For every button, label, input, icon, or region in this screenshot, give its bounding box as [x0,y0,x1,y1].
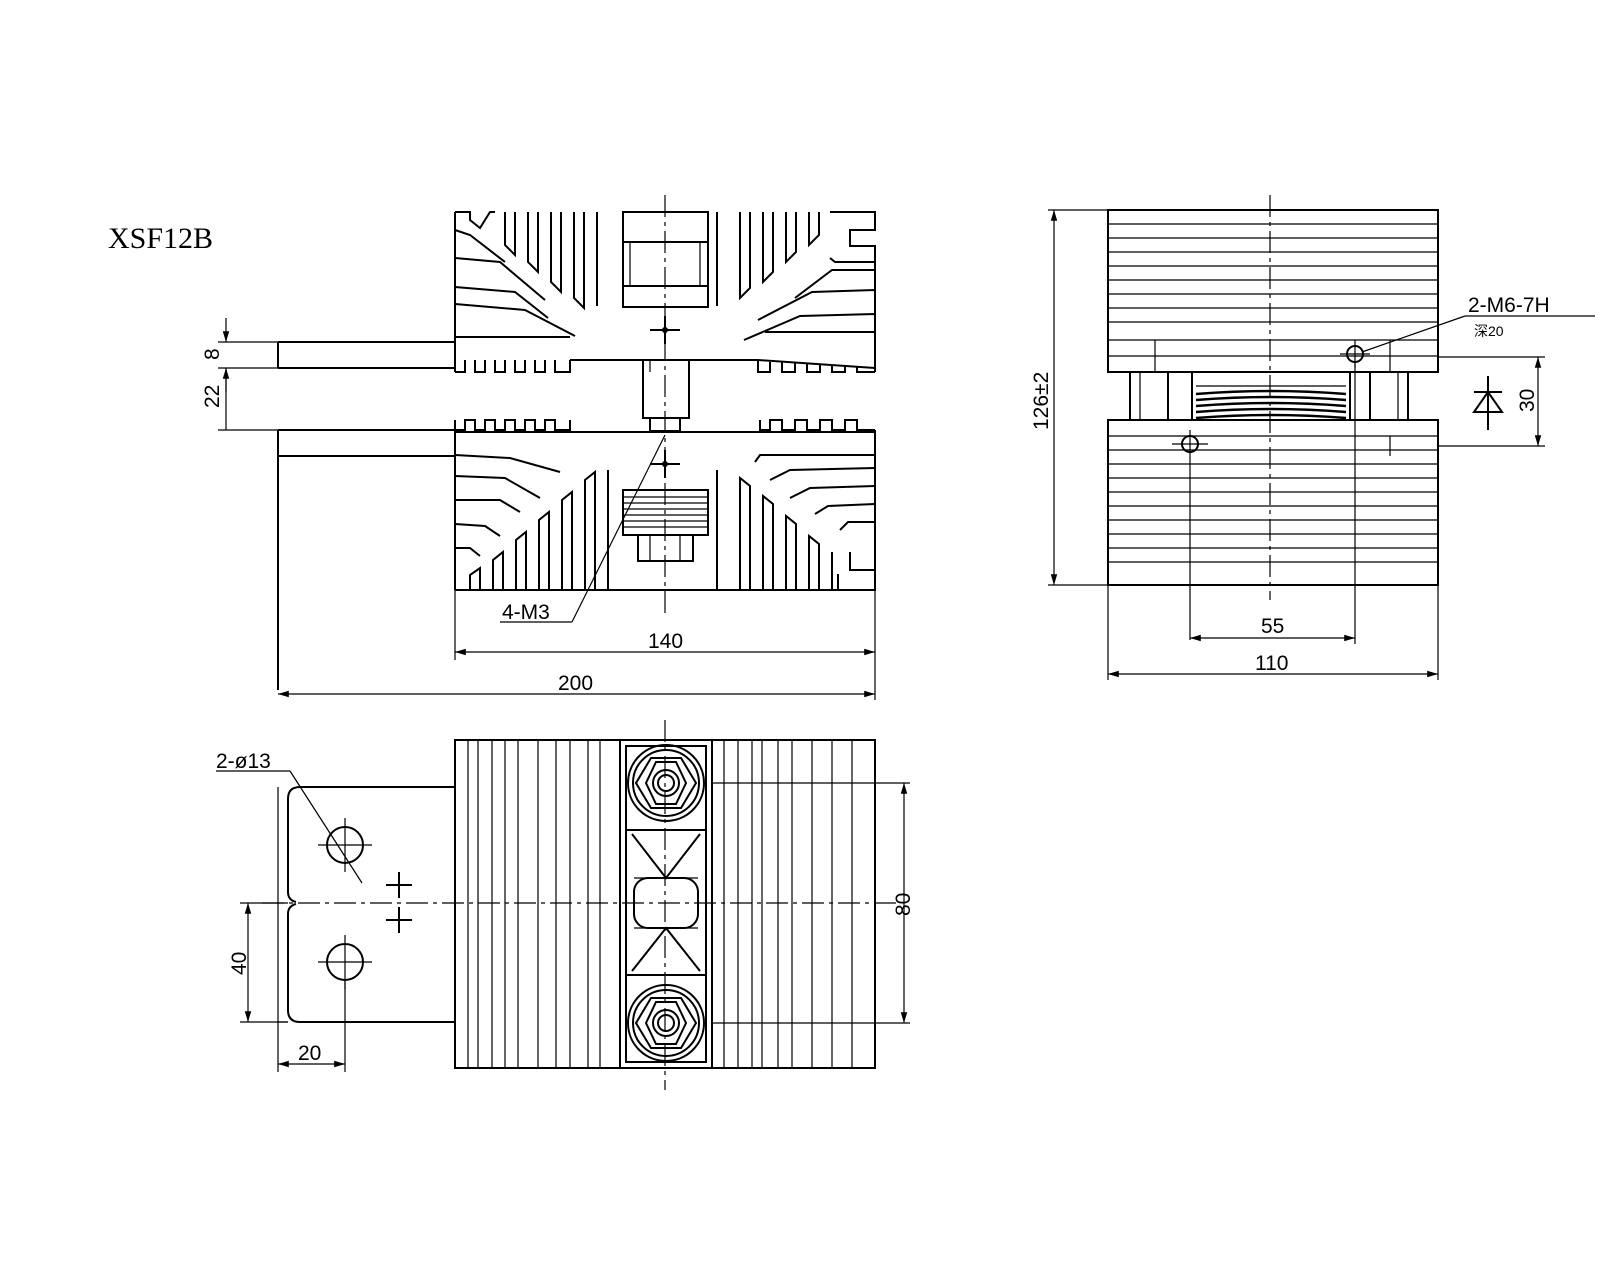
dim-110-label: 110 [1255,652,1288,675]
busbar-arms [277,341,455,690]
dim-20: 20 [277,980,346,1072]
dim-80-label: 80 [892,893,915,916]
top-heatsink [454,739,876,1069]
dim-20-label: 20 [298,1042,321,1065]
dim-horizontal-front: 140 200 [278,590,876,700]
m3-callout-label: 4-M3 [502,601,550,624]
dim-80: 80 [892,783,915,1023]
dim-vertical-front: 8 22 [201,318,278,431]
front-view: 8 22 4-M3 140 200 [201,195,876,700]
upper-terminal-nut [627,744,910,822]
dim-30-label: 30 [1516,389,1539,412]
terminal-middle [626,829,706,976]
upper-heatsink [454,211,876,373]
dim-126: 126±2 [1030,209,1108,586]
dim-126-label: 126±2 [1030,372,1053,430]
dim-8-label: 8 [201,348,224,360]
dim-30: 30 [1438,356,1545,447]
hole-callout: 2-ø13 [216,750,363,884]
dim-horizontal-side: 55 110 [1107,362,1439,680]
side-middle [1129,371,1409,421]
side-view: 2-M6-7H 深20 126±2 30 55 [1030,195,1595,680]
side-upper-block [1107,209,1439,373]
side-lower-block [1107,419,1439,640]
dim-22-label: 22 [201,385,224,408]
model-title: XSF12B [108,222,213,255]
lower-heatsink [454,419,876,591]
diode-symbol-icon [1472,376,1504,430]
dim-40: 40 [228,902,288,1023]
top-busbars [277,786,455,1025]
m6-callout-label: 2-M6-7H [1468,294,1550,317]
dim-55-label: 55 [1261,615,1284,638]
m6-callout: 2-M6-7H 深20 [1361,294,1595,353]
m6-depth-label: 深20 [1474,323,1504,339]
center-stud [642,359,690,432]
dim-40-label: 40 [228,952,251,975]
lower-terminal-nut [627,984,910,1062]
hole-callout-label: 2-ø13 [216,750,271,773]
dim-200-label: 200 [558,672,593,695]
m3-callout: 4-M3 [500,434,666,624]
dim-140-label: 140 [648,630,683,653]
top-view: 2-ø13 80 40 20 [216,720,915,1090]
